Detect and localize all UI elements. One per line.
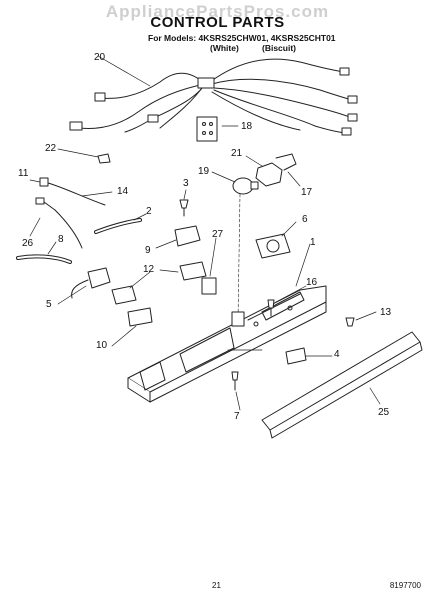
light-shield-part	[201, 237, 217, 295]
callout-16: 16	[306, 277, 318, 288]
callout-25: 25	[378, 407, 390, 418]
callout-9: 9	[145, 245, 151, 256]
thermostat-part	[255, 221, 297, 259]
wire-clip-part	[57, 148, 111, 164]
drain-tube-part	[16, 241, 72, 264]
callout-20: 20	[94, 52, 106, 63]
callout-14: 14	[117, 186, 129, 197]
damper-control-part	[57, 267, 111, 305]
foam-strip-part	[94, 213, 147, 234]
screw-part	[179, 189, 189, 217]
sensor-probe-part	[29, 177, 113, 249]
callout-3: 3	[183, 178, 189, 189]
callout-21: 21	[231, 148, 243, 159]
mounting-plate-part	[196, 116, 239, 142]
mounting-screw-part	[345, 311, 377, 327]
models-line: For Models: 4KSRS25CHW01, 4KSRS25CHT01	[148, 33, 336, 43]
variant-white: (White)	[210, 43, 239, 53]
callout-11: 11	[18, 168, 29, 179]
control-housing-part	[127, 243, 327, 403]
light-bulb-part	[211, 171, 259, 321]
callout-1: 1	[310, 237, 316, 248]
callout-4: 4	[334, 349, 340, 360]
callout-5: 5	[46, 299, 52, 310]
callout-26: 26	[22, 238, 34, 249]
callout-6: 6	[302, 214, 308, 225]
callout-8: 8	[58, 234, 64, 245]
trim-strip-part	[261, 331, 423, 439]
callout-13: 13	[380, 307, 392, 318]
housing-screw-part	[267, 285, 307, 317]
page-number: 21	[212, 581, 221, 590]
wiring-label-part	[111, 307, 153, 347]
callout-18: 18	[241, 121, 253, 132]
variant-biscuit: (Biscuit)	[262, 43, 296, 53]
callout-10: 10	[96, 340, 108, 351]
lamp-socket-part	[245, 153, 301, 187]
callout-7: 7	[234, 411, 240, 422]
door-switch-part	[111, 261, 207, 305]
callout-17: 17	[301, 187, 313, 198]
wiring-harness-part	[69, 55, 358, 136]
bottom-screw-part	[231, 371, 241, 411]
page-title: CONTROL PARTS	[150, 14, 285, 31]
callout-27: 27	[212, 229, 224, 240]
callout-22: 22	[45, 143, 57, 154]
watermark: AppliancePartsPros.com	[105, 2, 330, 21]
callout-2: 2	[146, 206, 152, 217]
callout-19: 19	[198, 166, 210, 177]
control-switch-part	[155, 225, 201, 249]
document-number: 8197700	[389, 581, 421, 590]
bracket-part	[285, 347, 333, 365]
callout-12: 12	[143, 264, 155, 275]
